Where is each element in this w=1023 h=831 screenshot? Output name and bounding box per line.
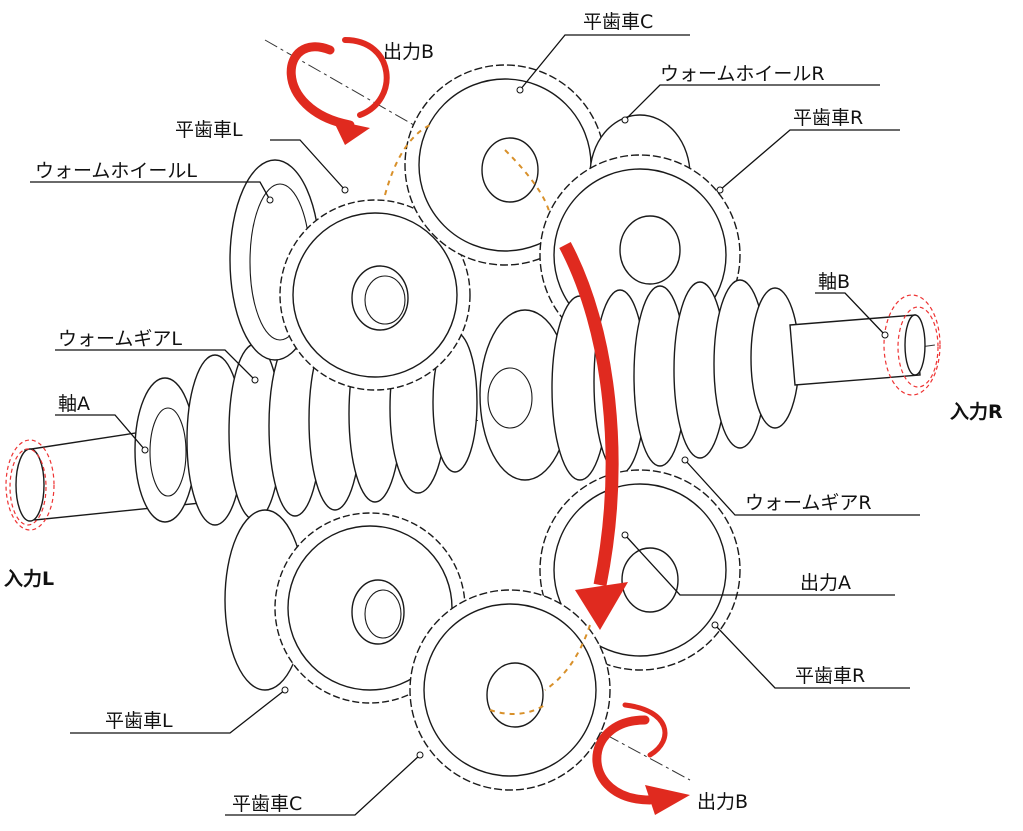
spur-gear-c-bottom [409,589,611,791]
label-output-b-bottom: 出力B [697,791,748,813]
rotation-arrow-top [286,37,390,145]
label-spur-gear-c-bottom: 平歯車C [232,793,302,815]
shaft-b [789,294,941,396]
label-input-r: 入力R [950,400,1003,423]
label-worm-gear-l: ウォームギアL [58,328,182,350]
label-spur-gear-r-bottom: 平歯車R [795,665,865,687]
label-shaft-a: 軸A [58,393,90,415]
label-spur-gear-l-top: 平歯車L [175,119,243,141]
worm-gear-r [479,279,800,481]
rotation-arrow-center [559,241,628,630]
label-output-a: 出力A [800,572,851,594]
label-input-l: 入力L [4,567,54,590]
label-spur-gear-c-top: 平歯車C [583,11,653,33]
label-worm-wheel-l: ウォームホイールL [35,160,197,182]
label-worm-gear-r: ウォームギアR [745,492,872,514]
label-output-b-top: 出力B [383,41,434,63]
leader-lines [30,34,920,816]
label-shaft-b: 軸B [818,271,850,293]
label-spur-gear-l-bottom: 平歯車L [105,710,173,732]
label-worm-wheel-r: ウォームホイールR [660,63,825,85]
label-spur-gear-r-top: 平歯車R [793,107,863,129]
rotation-arrow-bottom [592,702,690,815]
spur-gear-l-top [279,199,471,391]
